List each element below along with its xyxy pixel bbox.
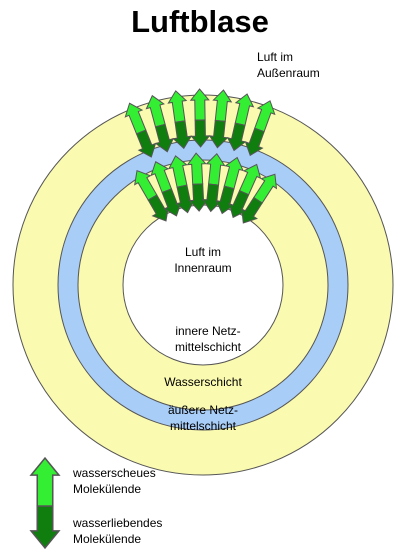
inner-layer-label-line2: mittelschicht [174,340,242,354]
water-layer-label-text: Wasserschicht [164,375,242,389]
outer-layer-label-line2: mittelschicht [169,419,237,433]
legend-arrow-icon [30,457,60,549]
diagram-title: Luftblase [131,4,269,39]
outer-air-label-line1: Luft im [257,50,294,64]
inner-air-label: Luft im Innenraum [153,244,253,276]
legend-hydrophilic-line2: Molekülende [73,532,142,546]
outer-air-label: Luft im Außenraum [257,49,320,81]
legend-hydrophilic-label: wasserliebendes Molekülende [73,515,162,547]
legend-hydrophobic-line1: wasserscheues [73,466,156,480]
inner-air-label-line2: Innenraum [174,261,232,275]
legend-hydrophobic-label: wasserscheues Molekülende [73,465,156,497]
inner-air-label-line1: Luft im [184,245,221,259]
outer-layer-label: äußere Netz- mittelschicht [143,402,263,434]
outer-layer-label-line1: äußere Netz- [167,403,239,417]
inner-layer-label-line1: innere Netz- [175,324,241,338]
inner-layer-label: innere Netz- mittelschicht [148,323,268,355]
water-layer-label: Wasserschicht [143,374,263,390]
outer-air-label-line2: Außenraum [257,66,320,80]
legend-hydrophilic-line1: wasserliebendes [73,516,163,530]
legend-hydrophobic-line2: Molekülende [73,482,142,496]
